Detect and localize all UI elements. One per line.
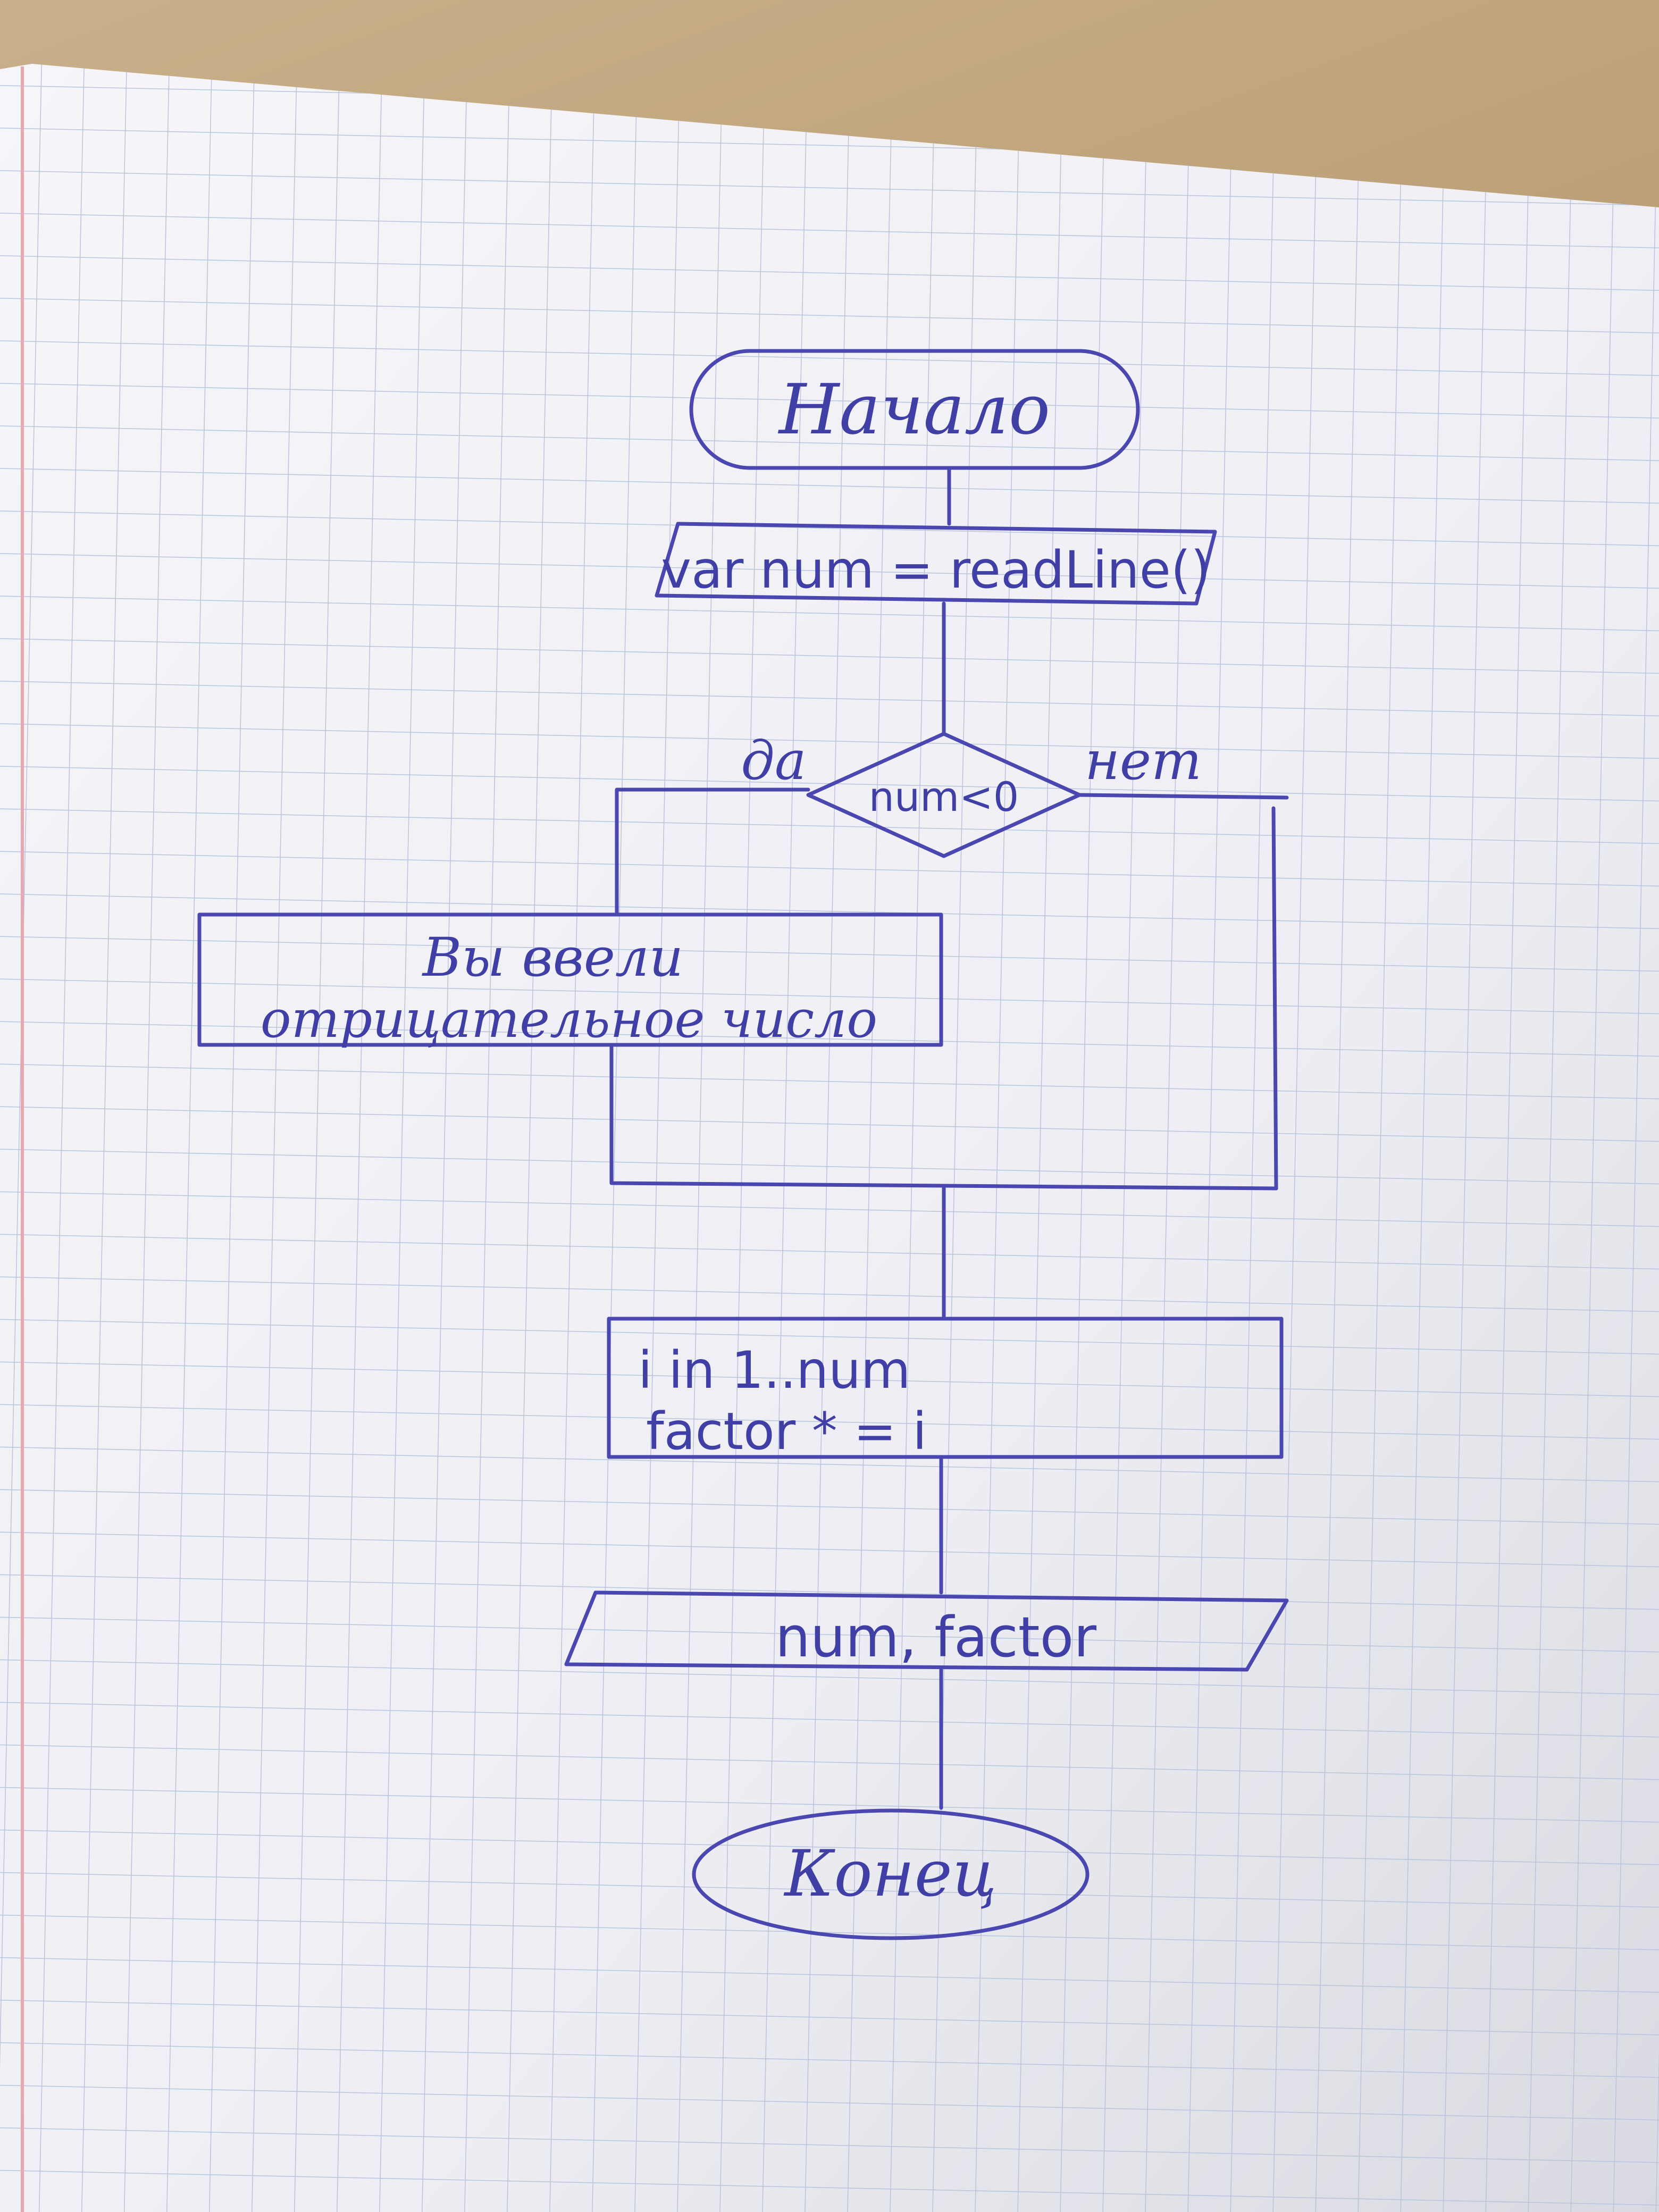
yes-label: да — [741, 730, 807, 792]
end-terminal — [692, 1808, 1090, 1940]
connector-no-stub — [1077, 793, 1289, 800]
message-line-2: отрицательное число — [261, 990, 877, 1049]
connector-merge — [609, 1043, 1278, 1191]
start-label: Начало — [778, 369, 1050, 450]
no-label: нет — [1085, 730, 1202, 792]
input-block — [655, 522, 1217, 606]
message-line-1: Вы ввели — [422, 926, 683, 988]
loop-line-1: i in 1..num — [638, 1340, 911, 1400]
output-block — [564, 1590, 1289, 1672]
decision-diamond — [806, 732, 1082, 858]
message-block — [197, 912, 943, 1047]
connector-no-branch — [1271, 806, 1278, 1191]
end-label: Конец — [784, 1837, 997, 1911]
grid-lines — [0, 64, 1659, 2212]
output-label: num, factor — [775, 1605, 1096, 1670]
input-label: var num = readLine() — [661, 540, 1210, 600]
start-terminal — [689, 349, 1140, 470]
connector-yes-branch — [615, 787, 810, 917]
loop-line-2: factor * = i — [646, 1402, 927, 1461]
loop-block — [607, 1317, 1284, 1459]
decision-label: num<0 — [869, 773, 1019, 820]
